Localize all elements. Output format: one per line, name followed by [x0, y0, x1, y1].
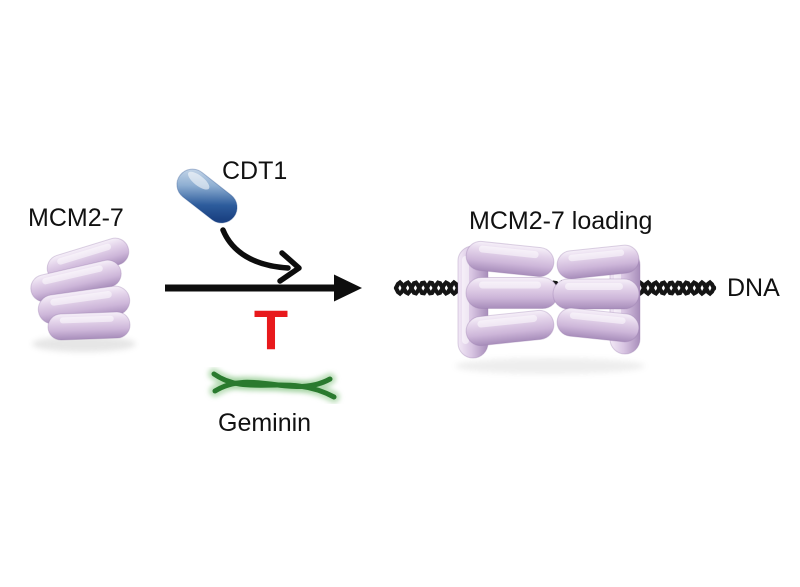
- reaction-arrow: [165, 274, 362, 302]
- geminin-protein: [208, 368, 340, 403]
- mcm2-7-complex: [30, 237, 131, 341]
- mcm-label: MCM2-7: [28, 204, 124, 232]
- inhibition-symbol: T: [254, 298, 288, 361]
- geminin-label: Geminin: [218, 409, 311, 437]
- mcm2-7-double-hexamer: [457, 240, 641, 359]
- dna-strand: [393, 279, 717, 297]
- hexamer-shadow: [455, 358, 645, 374]
- dna-label: DNA: [727, 274, 780, 302]
- cdt1-capsule: [176, 168, 238, 224]
- cdt1-label: CDT1: [222, 157, 287, 185]
- mcm-subunit-tube: [465, 277, 559, 309]
- reaction-arrowhead-icon: [334, 274, 362, 302]
- cdt1-action-arrowhead-icon: [277, 250, 302, 284]
- mcm-subunit-tube: [556, 307, 640, 343]
- cdt1-protein: [176, 168, 238, 224]
- mcm-loading-label: MCM2-7 loading: [469, 207, 652, 235]
- mcm-subunit-tube: [465, 309, 555, 347]
- cdt1-action-arrow: [220, 227, 302, 284]
- mcm-subunit-tube: [556, 244, 640, 280]
- mcm2-7-hexamer-left: [457, 240, 559, 359]
- mcm-subunit-tube: [465, 240, 555, 278]
- cdt1-action-arrow-shaft: [220, 227, 291, 271]
- mcm-subunit-tube: [552, 278, 640, 310]
- mcm-subunit-tube: [47, 311, 131, 341]
- cdt1-highlight: [188, 171, 210, 190]
- mcm-complex-shadow: [32, 336, 136, 352]
- geminin-strand: [212, 376, 333, 394]
- mcm2-7-hexamer-right: [552, 244, 641, 355]
